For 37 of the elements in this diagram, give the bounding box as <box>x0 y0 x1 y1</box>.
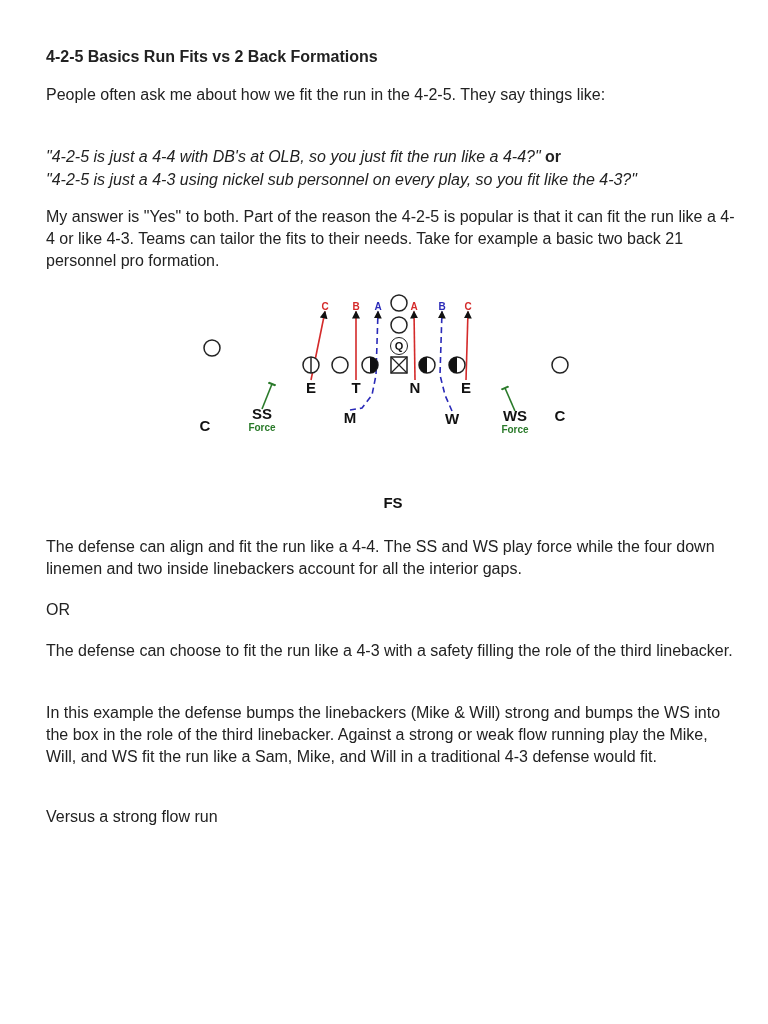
assignment-label: Force <box>248 422 276 434</box>
gap-letter: A <box>409 300 419 312</box>
quote: "4-2-5 is just a 4-3 using nickel sub personnel on every play, so you fit like the 4-3?" <box>46 170 639 190</box>
quote: "4-2-5 is just a 4-4 with DB's at OLB, so you just fit the run like a 4-4?" or <box>46 147 563 167</box>
gap-letter: B <box>351 300 361 312</box>
arrow <box>352 310 360 381</box>
gap-letter: C <box>463 300 473 312</box>
gap-letter: C <box>320 300 330 312</box>
position-label: N <box>408 380 422 396</box>
gap-letter: B <box>437 300 447 312</box>
assignment-label: Force <box>501 424 529 436</box>
paragraph: Versus a strong flow run <box>46 807 219 827</box>
gap-letter: A <box>373 300 383 312</box>
dashed-arrow <box>349 310 382 411</box>
paragraph: My answer is "Yes" to both. Part of the reason the 4-2-5 is popular is that it can fit the run like a 4-4 or like 4-3. Teams can tailor the fits to their needs. Take for example a basic two back 21 personnel pro formation. <box>46 207 736 271</box>
paragraph: In this example the defense bumps the linebackers (Mike & Will) strong and bumps the WS into the box in the role of the third linebacker. Against a strong or weak flow running play the Mike, Will, and WS fit the run like a Sam, Mike, and Will in a traditional 4-3 defense would fit. <box>46 703 722 767</box>
position-label: W <box>443 411 461 427</box>
heading: 4-2-5 Basics Run Fits vs 2 Back Formations <box>46 47 379 67</box>
paragraph: The defense can choose to fit the run like a 4-3 with a safety filling the role of the third linebacker. <box>46 641 734 661</box>
position-label: T <box>349 380 363 396</box>
position-label: C <box>553 408 567 424</box>
paragraph: People often ask me about how we fit the run in the 4-2-5. They say things like: <box>46 85 607 105</box>
position-label: WS <box>502 408 528 424</box>
dashed-arrow <box>437 310 453 412</box>
block-line <box>500 385 516 412</box>
position-label: M <box>342 410 358 426</box>
arrow <box>310 310 328 381</box>
paragraph: OR <box>46 600 71 620</box>
paragraph: The defense can align and fit the run like a 4-4. The SS and WS play force while the four down linemen and two inside linebackers account for all the interior gaps. <box>46 537 716 579</box>
position-label: C <box>198 418 212 434</box>
position-label: E <box>459 380 473 396</box>
position-label: FS <box>381 495 405 511</box>
position-label: E <box>304 380 318 396</box>
arrow <box>463 310 472 381</box>
block-line <box>261 381 277 410</box>
arrow <box>410 310 419 381</box>
position-label: SS <box>252 406 272 422</box>
